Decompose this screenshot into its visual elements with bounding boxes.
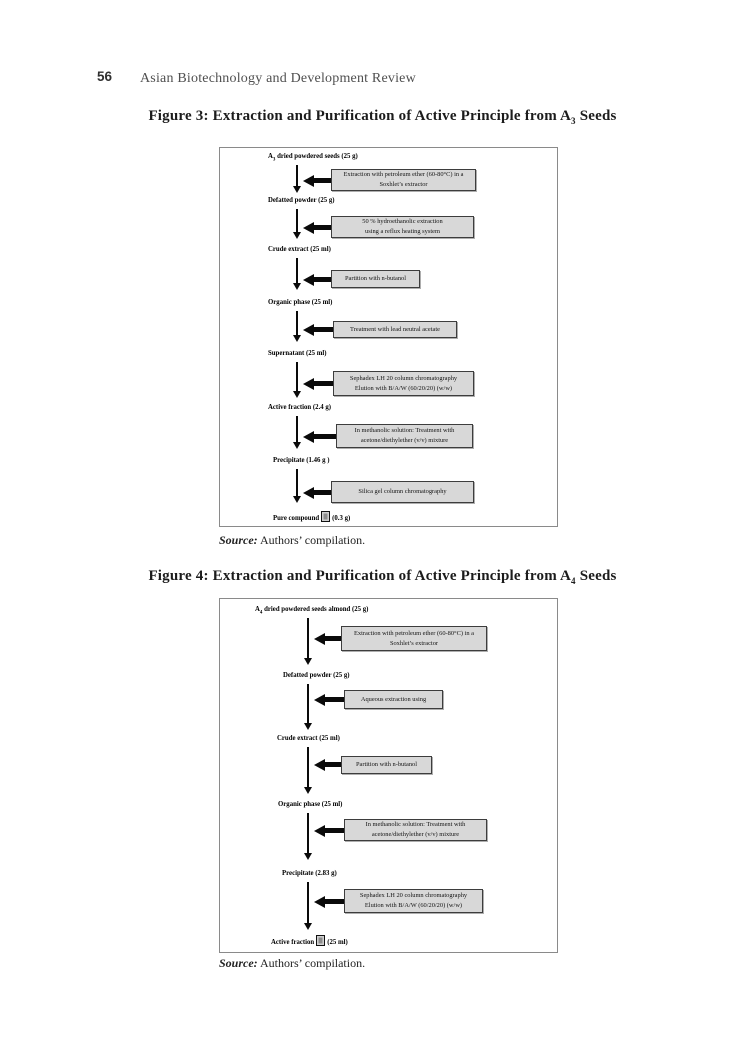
left-arrow-icon <box>314 824 344 837</box>
node-text: A <box>255 606 260 613</box>
process-box-partition-butanol: Partition with n-butanol <box>331 270 420 288</box>
flow-node-organic-phase: Organic phase (25 ml) <box>278 801 343 808</box>
flow-node-supernatant: Supernatant (25 ml) <box>268 350 327 357</box>
missing-glyph-icon <box>316 935 326 946</box>
figure4-flowchart: A4 dried powdered seeds almond (25 g) Ex… <box>219 598 558 953</box>
process-box-silica-gel: Silica gel column chromatography <box>331 481 474 503</box>
down-arrow-icon <box>303 882 313 930</box>
node-subscript: 4 <box>259 610 263 616</box>
figure4-title: Figure 4: Extraction and Purification of… <box>20 568 745 586</box>
figure4-title-subscript: 4 <box>571 576 576 586</box>
flow-node-seeds-almond: A4 dried powdered seeds almond (25 g) <box>255 606 368 615</box>
node-text: A <box>268 153 273 160</box>
figure3-source: Source: Authors’ compilation. <box>219 533 365 548</box>
process-box-methanolic-treatment: In methanolic solution: Treatment with a… <box>344 819 487 841</box>
figure4-source: Source: Authors’ compilation. <box>219 956 365 971</box>
flow-node-pure-compound: Pure compound (0.3 g) <box>273 511 350 522</box>
left-arrow-icon <box>303 486 331 499</box>
source-text: Authors’ compilation. <box>257 956 366 970</box>
process-box-aqueous-extraction: Aqueous extraction using <box>344 690 443 709</box>
flow-node-organic-phase: Organic phase (25 ml) <box>268 299 333 306</box>
process-box-lead-acetate: Treatment with lead neutral acetate <box>333 321 457 338</box>
down-arrow-icon <box>292 469 302 503</box>
down-arrow-icon <box>303 684 313 730</box>
flow-node-seeds: A3 dried powdered seeds (25 g) <box>268 153 358 162</box>
process-box-petroleum-extraction: Extraction with petroleum ether (60-80°C… <box>341 626 487 651</box>
left-arrow-icon <box>303 323 333 336</box>
flow-node-precipitate: Precipitate (2.83 g) <box>282 870 337 877</box>
process-box-hydroethanolic-extraction: 50 % hydroethanolic extraction using a r… <box>331 216 474 238</box>
node-text: Pure compound <box>273 515 320 522</box>
left-arrow-icon <box>314 758 341 771</box>
source-text: Authors’ compilation. <box>257 533 366 547</box>
figure3-title: Figure 3: Extraction and Purification of… <box>20 108 745 126</box>
flow-node-crude-extract: Crude extract (25 ml) <box>268 246 331 253</box>
figure3-title-suffix: Seeds <box>575 108 617 124</box>
figure3-title-subscript: 3 <box>571 116 576 126</box>
node-text: (25 ml) <box>327 939 348 946</box>
journal-header: Asian Biotechnology and Development Revi… <box>140 71 416 86</box>
missing-glyph-icon <box>321 511 331 522</box>
down-arrow-icon <box>303 813 313 860</box>
node-text: Active fraction <box>271 939 315 946</box>
left-arrow-icon <box>303 174 331 187</box>
figure3-title-prefix: Figure 3: Extraction and Purification of… <box>148 108 572 124</box>
source-label: Source: <box>219 533 258 547</box>
down-arrow-icon <box>303 618 313 665</box>
page-number: 56 <box>97 69 113 84</box>
left-arrow-icon <box>303 273 331 286</box>
down-arrow-icon <box>292 416 302 449</box>
left-arrow-icon <box>303 221 331 234</box>
process-box-sephadex-chromatography: Sephadex LH 20 column chromatography Elu… <box>344 889 483 913</box>
process-box-partition-butanol: Partition with n-butanol <box>341 756 432 774</box>
left-arrow-icon <box>314 895 344 908</box>
flow-node-crude-extract: Crude extract (25 ml) <box>277 735 340 742</box>
flow-node-defatted-powder: Defatted powder (25 g) <box>283 672 350 679</box>
process-box-petroleum-extraction: Extraction with petroleum ether (60-80°C… <box>331 169 476 191</box>
process-box-sephadex-chromatography: Sephadex LH 20 column chromatography Elu… <box>333 371 474 396</box>
down-arrow-icon <box>292 362 302 398</box>
figure4-title-suffix: Seeds <box>575 568 617 584</box>
down-arrow-icon <box>292 209 302 239</box>
flow-node-active-fraction: Active fraction (2.4 g) <box>268 404 332 411</box>
node-text: (0.3 g) <box>332 515 351 522</box>
figure4-title-prefix: Figure 4: Extraction and Purification of… <box>148 568 572 584</box>
flow-node-defatted-powder: Defatted powder (25 g) <box>268 197 335 204</box>
process-box-methanolic-treatment: In methanolic solution: Treatment with a… <box>336 424 473 448</box>
down-arrow-icon <box>292 258 302 290</box>
left-arrow-icon <box>314 693 344 706</box>
left-arrow-icon <box>303 377 333 390</box>
down-arrow-icon <box>303 747 313 794</box>
left-arrow-icon <box>303 430 336 443</box>
left-arrow-icon <box>314 632 341 645</box>
source-label: Source: <box>219 956 258 970</box>
down-arrow-icon <box>292 311 302 342</box>
node-text: dried powdered seeds (25 g) <box>275 153 358 160</box>
down-arrow-icon <box>292 165 302 193</box>
node-subscript: 3 <box>272 157 276 163</box>
flow-node-active-fraction: Active fraction (25 ml) <box>271 935 348 946</box>
flow-node-precipitate: Precipitate (1.46 g ) <box>273 457 330 464</box>
node-text: dried powdered seeds almond (25 g) <box>262 606 369 613</box>
figure3-flowchart: A3 dried powdered seeds (25 g) Extractio… <box>219 147 558 527</box>
